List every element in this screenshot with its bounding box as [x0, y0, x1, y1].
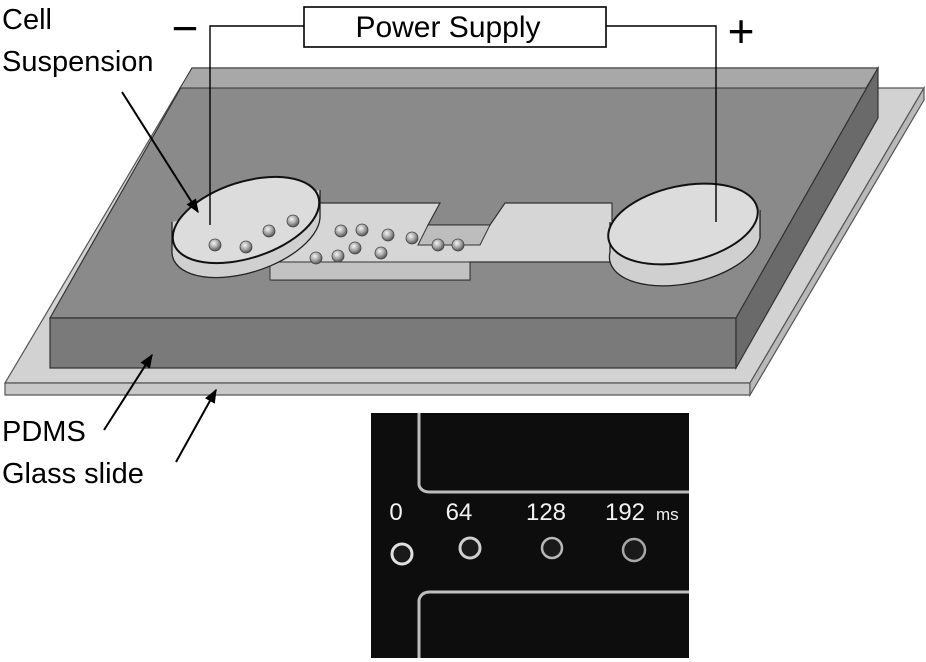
pdms-arrow	[103, 353, 153, 431]
power-supply-label: Power Supply	[355, 11, 540, 44]
glass-slide-label: Glass slide	[2, 458, 144, 490]
time-128: 128	[526, 499, 566, 526]
cell	[334, 224, 348, 238]
cell-label: Cell	[2, 4, 52, 36]
cell	[309, 251, 323, 265]
glass-slide-arrow	[175, 388, 217, 463]
tracked-cell-128	[540, 536, 564, 560]
cell	[355, 223, 369, 237]
tracked-cell-64	[458, 536, 482, 560]
cell	[331, 249, 345, 263]
cell	[381, 228, 395, 242]
pdms-label: PDMS	[2, 416, 86, 448]
cell	[262, 224, 276, 238]
labels: Cell Suspension PDMS Glass slide	[2, 4, 154, 490]
time-0: 0	[389, 499, 402, 526]
suspension-arrow	[121, 91, 199, 214]
cell	[451, 238, 465, 252]
right-reservoir	[607, 182, 761, 287]
cell	[431, 238, 445, 252]
wires	[209, 25, 717, 225]
cell	[374, 246, 388, 260]
cells	[208, 214, 465, 265]
tracked-cell-0	[390, 542, 414, 566]
time-unit: ms	[656, 505, 679, 524]
pointer-arrows	[103, 91, 217, 463]
negative-terminal: −	[172, 2, 199, 54]
cell	[208, 238, 222, 252]
positive-terminal: +	[728, 5, 755, 57]
cell	[286, 214, 300, 228]
cell	[405, 231, 419, 245]
suspension-label: Suspension	[2, 46, 154, 78]
power-supply: Power Supply − +	[172, 2, 755, 57]
cell	[239, 240, 253, 254]
micrograph-inset: 0 64 128 192 ms	[371, 413, 689, 658]
tracked-cell-192	[621, 537, 647, 563]
time-64: 64	[446, 499, 473, 526]
cell	[348, 241, 362, 255]
time-192: 192	[605, 499, 645, 526]
